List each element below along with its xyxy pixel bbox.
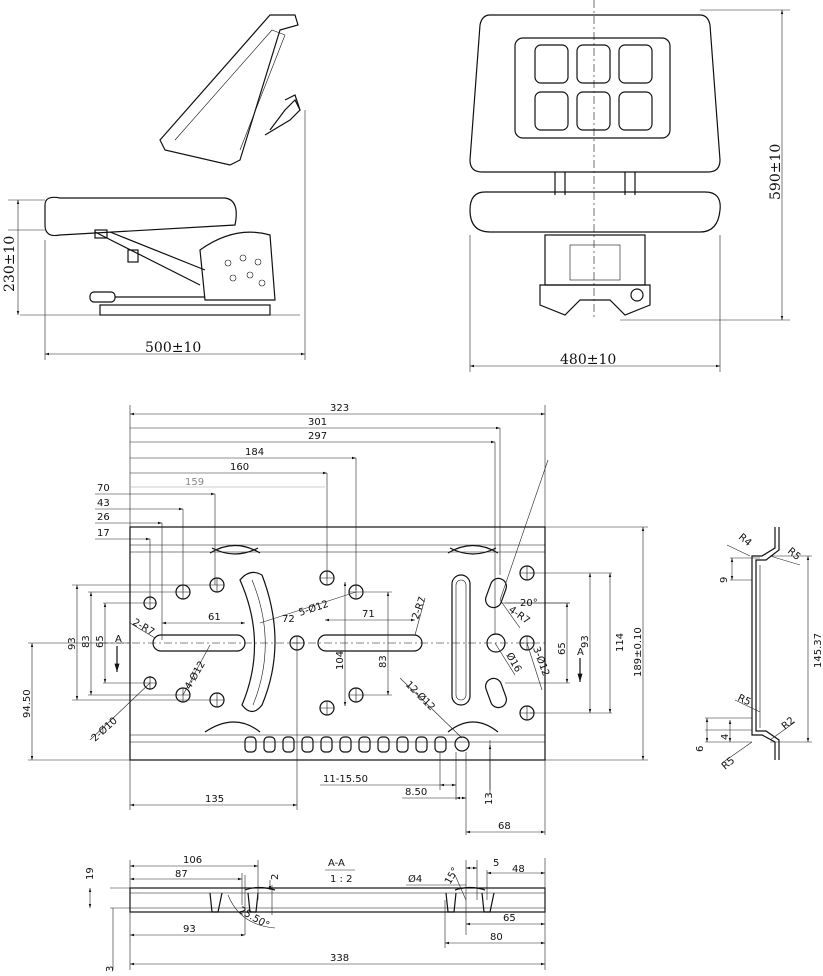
radius-2-r7-left: 2-R7 (131, 617, 157, 638)
dim-70: 70 (97, 483, 110, 494)
radius-r4: R4 (736, 532, 753, 549)
dim-114: 114 (615, 633, 626, 652)
dim-13: 13 (484, 792, 495, 805)
dim-section-65: 65 (503, 913, 516, 924)
dim-106: 106 (183, 855, 202, 866)
seat-total-height-dim: 590±10 (768, 144, 784, 200)
dim-mid-83: 83 (378, 655, 389, 668)
dim-right-65: 65 (557, 642, 568, 655)
dim-43: 43 (97, 498, 110, 509)
dim-297: 297 (308, 431, 327, 442)
hole-2-dia-10: 2-Ø10 (89, 715, 120, 744)
dim-left-65: 65 (95, 635, 106, 648)
hole-5-dia-12: 5-Ø12 (297, 598, 330, 619)
radius-2-r7-mid: 2-R7 (410, 595, 428, 621)
seat-front-view: 590±10 480±10 (469, 0, 790, 372)
dim-71: 71 (362, 609, 375, 620)
dim-11-15-50: 11-15.50 (323, 774, 368, 785)
hole-3-dia-12: 3-Ø12 (530, 645, 552, 678)
dim-323: 323 (330, 403, 349, 414)
dim-5: 5 (493, 858, 499, 869)
angle-25-50: 25.50° (237, 905, 272, 931)
dim-right-93: 93 (580, 635, 591, 648)
dim-338: 338 (330, 953, 349, 964)
hole-4-dia-12: 4-Ø12 (182, 659, 208, 691)
dim-135: 135 (205, 794, 224, 805)
dim-section-93: 93 (183, 924, 196, 935)
section-mark-right: A (577, 647, 584, 658)
dim-9: 9 (719, 577, 730, 583)
hole-12-dia-12: 12-Ø12 (403, 679, 438, 714)
dim-8-50: 8.50 (405, 787, 427, 798)
seat-length-dim: 500±10 (145, 340, 201, 356)
dim-48: 48 (512, 864, 525, 875)
radius-r5-mid: R5 (736, 693, 753, 709)
mounting-plate-top-view: 323 301 297 184 160 159 70 43 26 17 93 8… (22, 403, 648, 835)
dim-68: 68 (498, 821, 511, 832)
dim-80: 80 (490, 932, 503, 943)
dim-301: 301 (308, 417, 327, 428)
radius-r2: R2 (780, 715, 797, 732)
seat-side-view: 230±10 500±10 (2, 14, 306, 360)
dim-26: 26 (97, 512, 110, 523)
angle-20: 20° (520, 598, 538, 609)
seat-width-dim: 480±10 (560, 352, 616, 368)
radius-r5-top: R5 (785, 546, 802, 563)
dim-72: 72 (282, 614, 295, 625)
dia-4: Ø4 (408, 873, 422, 885)
dim-6: 6 (695, 746, 706, 752)
section-scale: 1 : 2 (330, 874, 352, 885)
dim-17: 17 (97, 528, 110, 539)
dim-189: 189±0.10 (633, 627, 644, 677)
dim-4: 4 (720, 734, 731, 740)
dim-61: 61 (208, 612, 221, 623)
dim-left-93: 93 (67, 637, 78, 650)
radius-r5-bottom: R5 (720, 755, 737, 772)
section-mark-left: A (115, 634, 122, 645)
dim-94-50: 94.50 (22, 689, 33, 718)
dim-87: 87 (175, 869, 188, 880)
dim-145-37: 145.37 (813, 633, 823, 668)
hole-dia-16: Ø16 (503, 651, 524, 675)
dim-19: 19 (85, 867, 96, 880)
dim-2: 2 (270, 874, 281, 880)
dim-184: 184 (245, 447, 264, 458)
section-a-a: 19 3 106 87 2 25.50° 93 338 A-A 1 : 2 Ø4… (85, 855, 546, 972)
plate-side-profile: R4 R5 9 145.37 R5 R2 6 4 R5 (695, 527, 823, 772)
dim-left-83: 83 (81, 635, 92, 648)
dim-3: 3 (105, 966, 116, 972)
seat-height-dim: 230±10 (2, 236, 18, 292)
dim-104: 104 (335, 651, 346, 670)
dim-160: 160 (230, 462, 249, 473)
vent-slots (244, 736, 470, 753)
dim-159: 159 (185, 477, 204, 488)
section-title: A-A (328, 858, 345, 869)
